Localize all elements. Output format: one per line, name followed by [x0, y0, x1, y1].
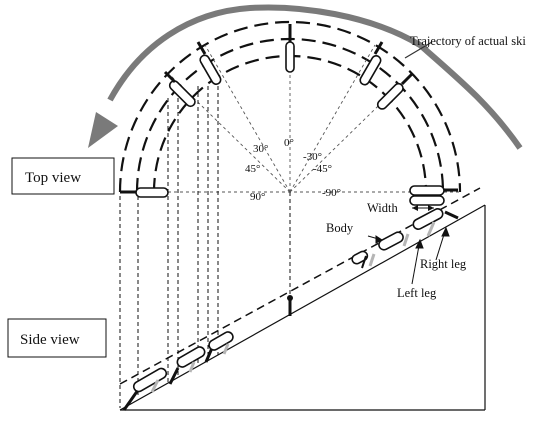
- side-view-label: Side view: [20, 332, 80, 348]
- projection-lines: [119, 86, 291, 408]
- trajectory-arrowhead: [88, 112, 118, 148]
- trajectory-label: Trajectory of actual ski: [410, 34, 526, 48]
- angle-30-left: 30°: [253, 143, 268, 155]
- angle-neg45: -45°: [313, 163, 332, 175]
- body-label: Body: [326, 221, 354, 235]
- angle-0: 0°: [284, 137, 294, 149]
- angle-neg30: -30°: [303, 151, 322, 163]
- angle-45-left: 45°: [245, 163, 260, 175]
- trajectory-arc: [107, 4, 523, 150]
- width-label: Width: [367, 201, 398, 215]
- angle-90-left: 90°: [250, 191, 265, 203]
- top-view-box: Top view: [11, 157, 115, 195]
- side-view-box: Side view: [7, 318, 107, 358]
- trajectory-pointer: [404, 41, 433, 59]
- label-pointers: [367, 226, 450, 285]
- left-leg-label: Left leg: [397, 286, 437, 300]
- top-view-label: Top view: [25, 170, 81, 186]
- top-view-skis: [120, 24, 458, 211]
- right-leg-label: Right leg: [420, 257, 467, 271]
- side-view-skiers: [122, 208, 459, 411]
- angle-neg90: -90°: [322, 187, 341, 199]
